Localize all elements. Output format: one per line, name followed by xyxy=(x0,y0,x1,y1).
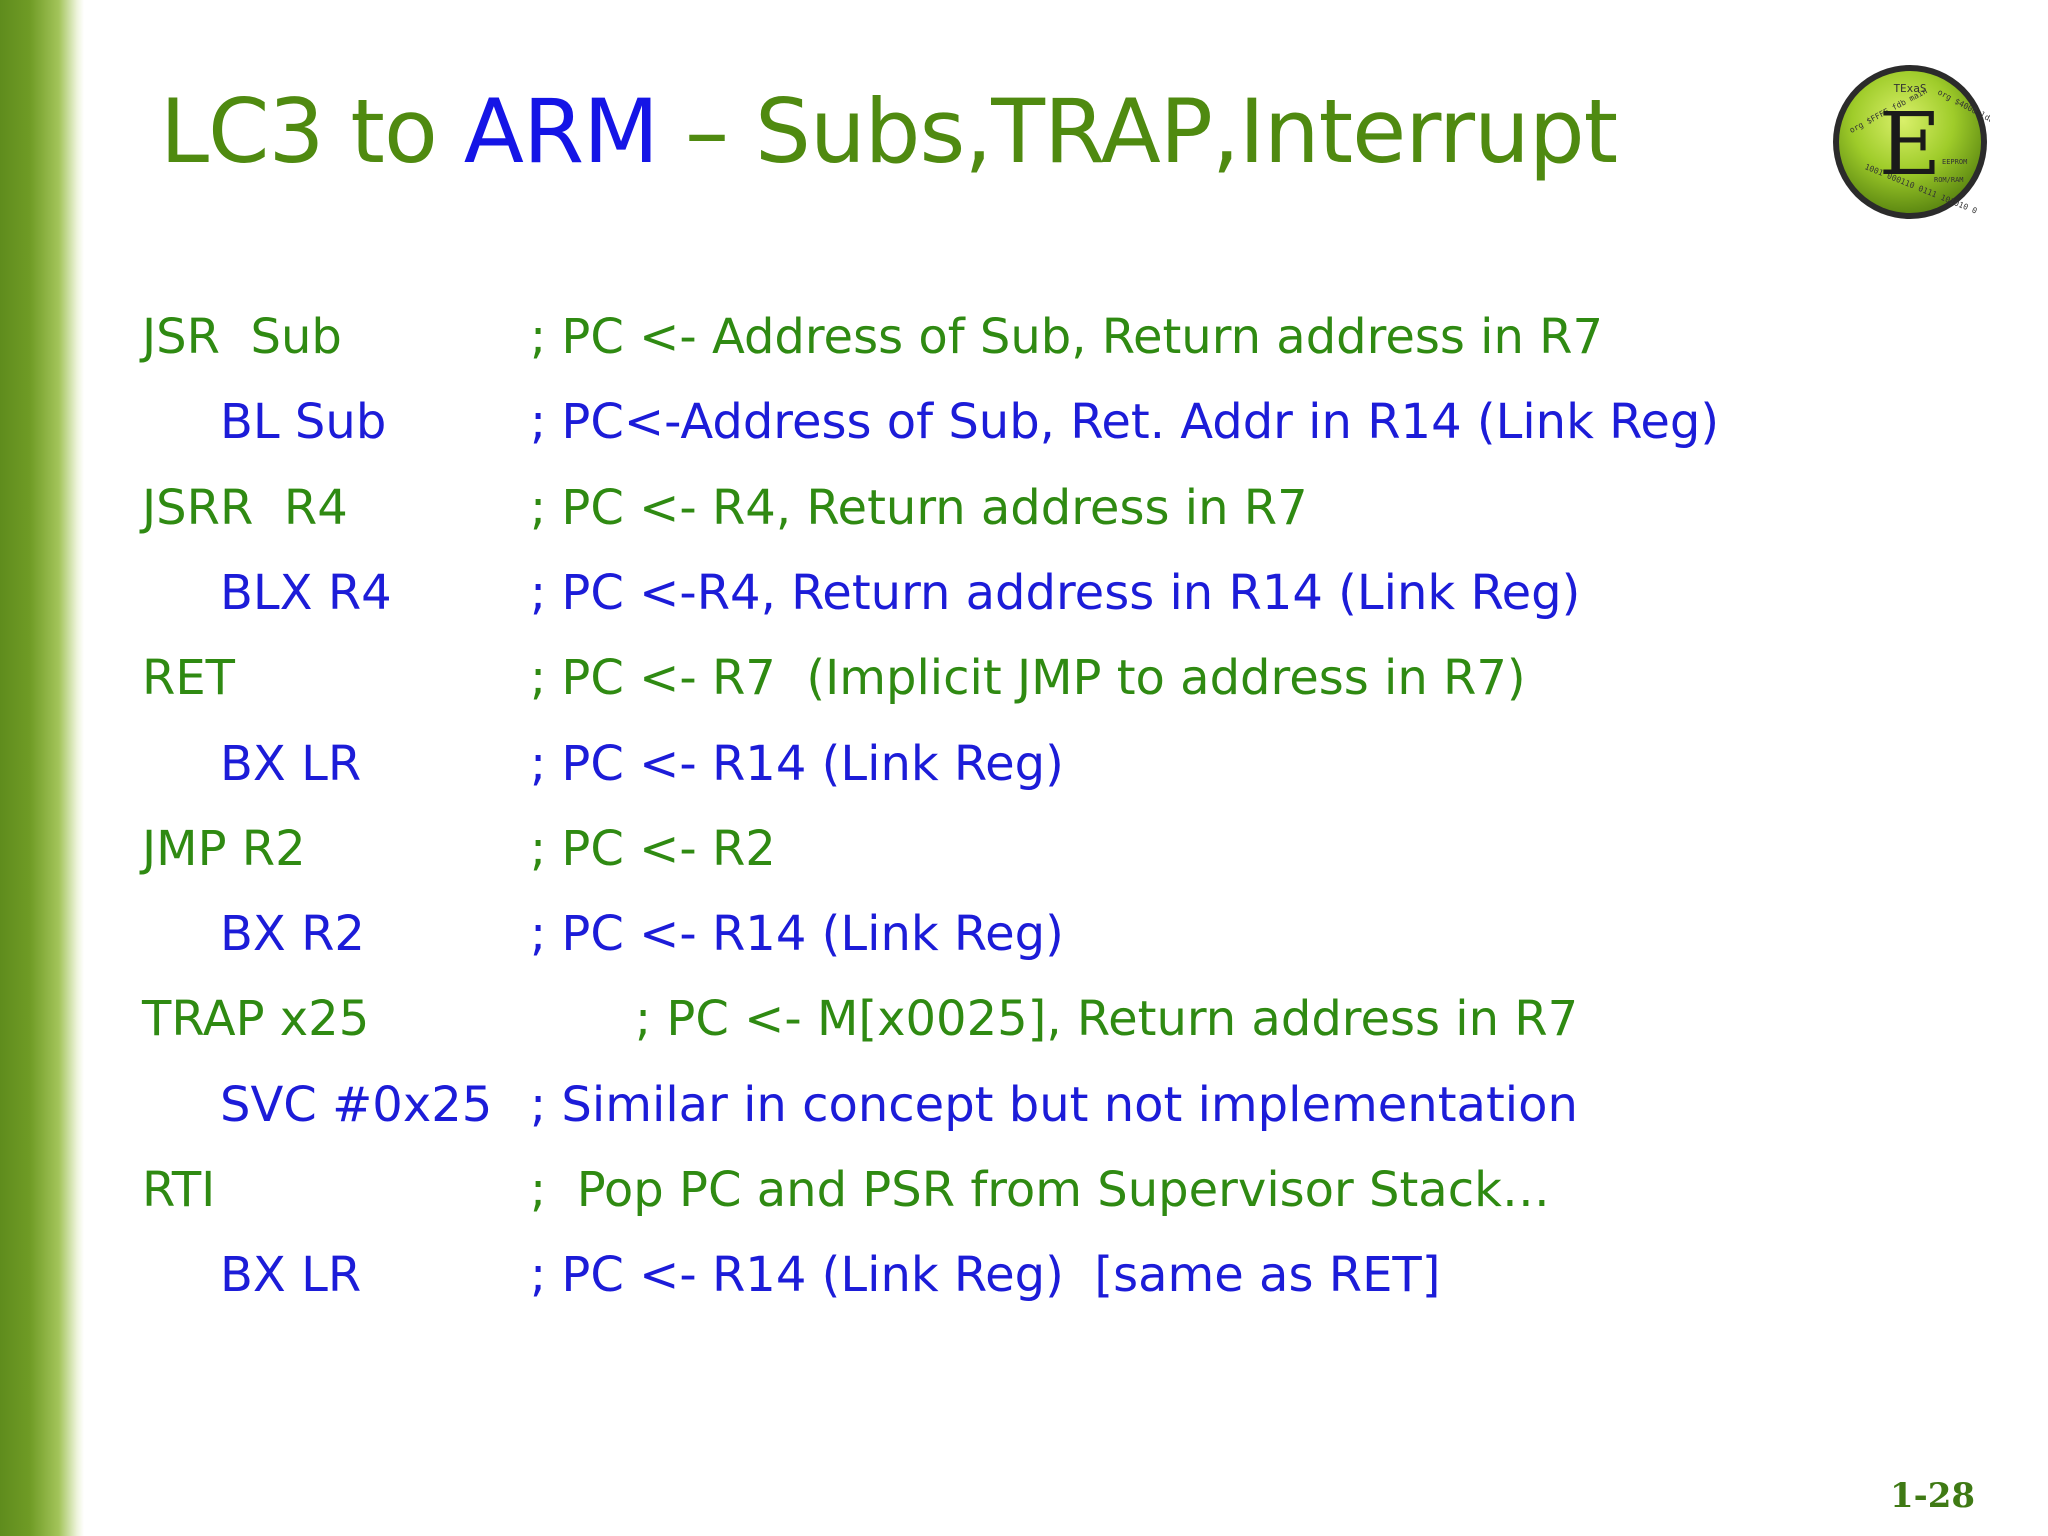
title-part-lc3: LC3 to xyxy=(160,80,464,183)
lc3-instruction-row: TRAP x25 ; PC <- M[x0025], Return address… xyxy=(0,984,2048,1054)
title-part-rest: – Subs,TRAP,Interrupt xyxy=(658,80,1618,183)
instruction-code: BX R2 xyxy=(220,906,365,962)
arm-instruction-row: SVC #0x25 ; Similar in concept but not im… xyxy=(0,1070,2048,1140)
instruction-code: BLX R4 xyxy=(220,565,392,621)
instruction-code: JSR Sub xyxy=(142,309,342,365)
logo-eeprom-text: EEPROM xyxy=(1942,158,1967,166)
instruction-comment: ; PC <- M[x0025], Return address in R7 xyxy=(635,991,1579,1047)
arm-instruction-row: BL Sub ; PC<-Address of Sub, Ret. Addr in… xyxy=(0,387,2048,457)
instruction-comment: ; PC <- R7 (Implicit JMP to address in R… xyxy=(530,650,1526,706)
lc3-instruction-row: JMP R2 ; PC <- R2 xyxy=(0,814,2048,884)
left-accent-bar xyxy=(0,0,84,1536)
instruction-code: SVC #0x25 xyxy=(220,1077,493,1133)
instruction-comment: ; PC <- R14 (Link Reg) xyxy=(530,906,1064,962)
arm-instruction-row: BLX R4 ; PC <-R4, Return address in R14 (… xyxy=(0,558,2048,628)
instruction-comment: ; PC<-Address of Sub, Ret. Addr in R14 (… xyxy=(530,394,1720,450)
lc3-instruction-row: RTI ; Pop PC and PSR from Supervisor Stac… xyxy=(0,1155,2048,1225)
lc3-instruction-row: RET ; PC <- R7 (Implicit JMP to address i… xyxy=(0,643,2048,713)
title-part-arm: ARM xyxy=(463,80,659,183)
instruction-comment: ; Similar in concept but not implementat… xyxy=(530,1077,1578,1133)
instruction-code: JSRR R4 xyxy=(142,480,348,536)
lc3-instruction-row: JSRR R4 ; PC <- R4, Return address in R7 xyxy=(0,473,2048,543)
instruction-code: RET xyxy=(142,650,235,706)
instruction-comment: ; PC <- R2 xyxy=(530,821,776,877)
page-number: 1-28 xyxy=(1890,1476,1976,1516)
lc3-instruction-row: JSR Sub ; PC <- Address of Sub, Return ad… xyxy=(0,302,2048,372)
instruction-code: BX LR xyxy=(220,736,362,792)
arm-instruction-row: BX LR ; PC <- R14 (Link Reg) xyxy=(0,729,2048,799)
texas-logo: TExaS org $FFFE fdb main org $4000 ldaa … xyxy=(1830,62,1990,222)
instruction-comment: ; PC <- R14 (Link Reg) [same as RET] xyxy=(530,1247,1441,1303)
arm-instruction-row: BX LR ; PC <- R14 (Link Reg) [same as RET… xyxy=(0,1240,2048,1310)
instruction-comment: ; PC <-R4, Return address in R14 (Link R… xyxy=(530,565,1581,621)
instruction-code: RTI xyxy=(142,1162,216,1218)
instruction-comment: ; PC <- R14 (Link Reg) xyxy=(530,736,1064,792)
texas-logo-icon: TExaS org $FFFE fdb main org $4000 ldaa … xyxy=(1833,65,1990,219)
instruction-code: TRAP x25 xyxy=(142,991,370,1047)
instruction-code: BL Sub xyxy=(220,394,387,450)
slide-title: LC3 to ARM – Subs,TRAP,Interrupt xyxy=(160,80,1618,183)
instruction-comment: ; PC <- Address of Sub, Return address i… xyxy=(530,309,1604,365)
logo-letter: E xyxy=(1879,95,1942,195)
logo-top-text: TExaS xyxy=(1893,82,1926,95)
arm-instruction-row: BX R2 ; PC <- R14 (Link Reg) xyxy=(0,899,2048,969)
instruction-code: BX LR xyxy=(220,1247,362,1303)
instruction-code: JMP R2 xyxy=(142,821,306,877)
instruction-comment: ; PC <- R4, Return address in R7 xyxy=(530,480,1308,536)
instruction-comment: ; Pop PC and PSR from Supervisor Stack… xyxy=(530,1162,1550,1218)
logo-memory-text: ROM/RAM xyxy=(1934,176,1964,184)
